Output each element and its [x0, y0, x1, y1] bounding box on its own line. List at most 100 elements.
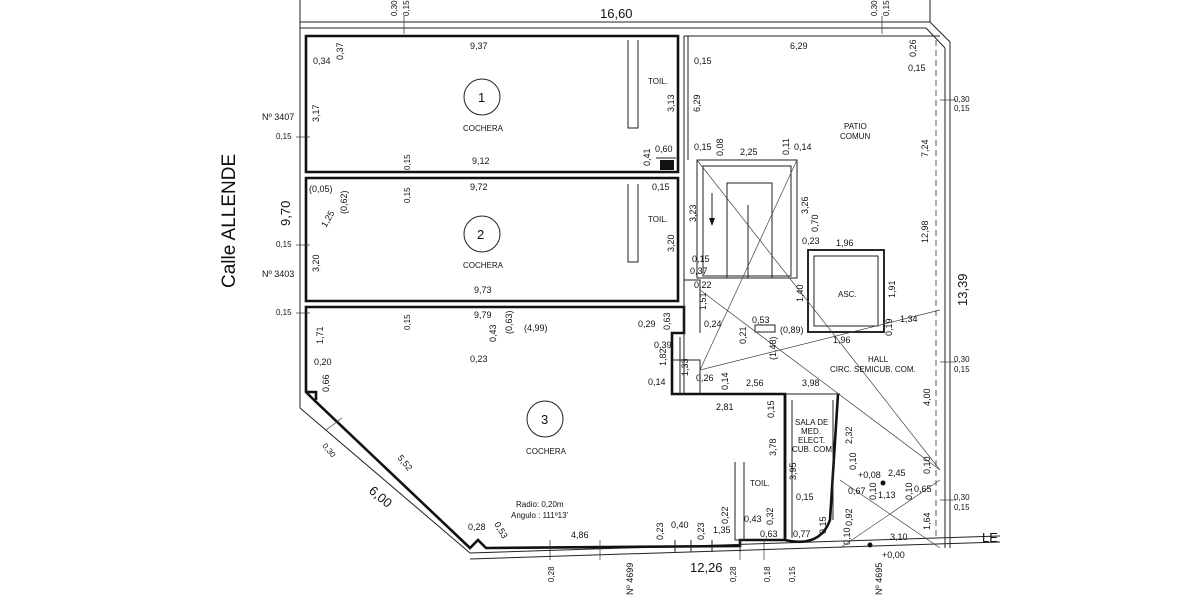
patio-label-1: PATIO — [844, 122, 867, 131]
unit-3-col-h: 0,43 — [488, 324, 498, 342]
hall-label-2: CIRC. SEMICUB. COM. — [830, 365, 916, 374]
tick-diag: 0,30 — [320, 442, 337, 460]
dim-s053: 0,53 — [752, 315, 770, 325]
dim-s092: 0,92 — [844, 508, 854, 526]
unit-1-name: COCHERA — [463, 124, 504, 133]
unit-3-offset: (4,99) — [524, 323, 548, 333]
dim-s140: 1,40 — [795, 284, 805, 302]
left-height: 9,70 — [278, 201, 293, 226]
tick-v2: 0,15 — [403, 187, 412, 203]
dim-stair-f: 0,23 — [802, 236, 820, 246]
unit-3-number: 3 — [541, 412, 548, 427]
tick-r2b: 0,15 — [954, 365, 970, 374]
dim-s010e: 0,10 — [842, 527, 852, 545]
tick-b1: 0,28 — [547, 566, 556, 582]
unit-3-right-w: 0,29 — [638, 319, 656, 329]
unit-3-b8: 0,63 — [760, 529, 778, 539]
corner-label: LE — [982, 530, 998, 545]
tick-r1a: 0,30 — [954, 95, 970, 104]
unit-3-angle: Angulo : 111º13' — [511, 511, 569, 520]
dim-s010b: 0,10 — [922, 456, 932, 474]
dim-s15: 0,15 — [692, 254, 710, 264]
unit-2-top: 9,72 — [470, 182, 488, 192]
unit-3-b4: 1,35 — [713, 525, 731, 535]
unit-3-diag: 5,52 — [395, 453, 414, 473]
dim-s008: +0,08 — [858, 470, 881, 480]
dim-s256: 2,56 — [746, 378, 764, 388]
dim-s010d: 0,10 — [904, 482, 914, 500]
unit-3-col-w: 0,23 — [470, 354, 488, 364]
dim-s134: 1,34 — [900, 314, 918, 324]
dim-stair-w: 2,25 — [740, 147, 758, 157]
dim-s067: 0,67 — [848, 486, 866, 496]
dim-s22: 0,22 — [694, 280, 712, 290]
dim-patio-corner-a: 0,26 — [908, 39, 918, 57]
tick-r2a: 0,30 — [954, 355, 970, 364]
core-dimensions: 6,29 0,26 0,15 7,24 12,98 6,29 0,15 0,15… — [648, 39, 932, 560]
unit-3-name: COCHERA — [526, 447, 567, 456]
unit-2-col-a: (0,05) — [309, 184, 333, 194]
dim-s000: +0,00 — [882, 550, 905, 560]
tick-l3: 0,15 — [276, 308, 292, 317]
unit-1-step-h: 0,41 — [642, 148, 652, 166]
dim-s395: 3,95 — [788, 462, 798, 480]
patio-label-2: COMUN — [840, 132, 870, 141]
dim-stair-h: 3,26 — [800, 196, 810, 214]
tick-b3: 0,18 — [763, 566, 772, 582]
unit-1-left-h: 3,17 — [311, 104, 321, 122]
unit-1-top: 9,37 — [470, 41, 488, 51]
unit-1-corner-h: 0,37 — [335, 42, 345, 60]
unit-3-top: 9,79 — [474, 310, 492, 320]
dim-s015d: 0,15 — [796, 492, 814, 502]
unit-3-toil-h: 3,78 — [768, 438, 778, 456]
dim-s010c: 0,10 — [868, 482, 878, 500]
tick-top-b: 0,15 — [402, 0, 411, 16]
unit-3-b7: 0,32 — [765, 507, 775, 525]
common-core — [672, 35, 941, 549]
street-name: Calle ALLENDE — [219, 154, 240, 288]
street-number-4699: Nº 4699 — [625, 563, 635, 595]
hall-label-1: HALL — [868, 355, 889, 364]
unit-3-bottom: 4,86 — [571, 530, 589, 540]
tick-l1: 0,15 — [276, 132, 292, 141]
dim-s021: 0,21 — [738, 326, 748, 344]
dim-s010: 0,10 — [848, 452, 858, 470]
street-number-4695: Nº 4695 — [874, 563, 884, 595]
chamfer-length: 6,00 — [366, 483, 395, 511]
unit-3-circle — [526, 400, 564, 438]
unit-2-col-c: 1,25 — [319, 209, 336, 229]
unit-3-left-1: 1,71 — [315, 326, 325, 344]
overall-dimensions: 16,60 13,39 12,26 9,70 6,00 — [278, 6, 970, 575]
unit-1-bottom: 9,12 — [472, 156, 490, 166]
tick-r1b: 0,15 — [954, 104, 970, 113]
dim-shaft-left: 6,29 — [692, 94, 702, 112]
dim-patio-h: 7,24 — [920, 139, 930, 157]
dim-asc-h: 1,91 — [887, 280, 897, 298]
bottom-width: 12,26 — [690, 560, 723, 575]
unit-1: 1 COCHERA TOIL. 9,37 9,12 3,17 0,34 0,37… — [311, 41, 676, 166]
unit-1-step-w: 0,60 — [655, 144, 673, 154]
dim-stair-e: 0,70 — [810, 214, 820, 232]
common-labels: PATIO COMUN ASC. HALL CIRC. SEMICUB. COM… — [792, 122, 916, 454]
dim-s400: 4,00 — [922, 388, 932, 406]
street-number-3407: Nº 3407 — [262, 112, 294, 122]
unit-3-right-h: 0,63 — [662, 312, 672, 330]
sala-label-4: CUB. COM. — [792, 445, 834, 454]
tick-b4: 0,15 — [788, 566, 797, 582]
dim-s151: 1,51 — [698, 292, 708, 310]
dim-s019: 0,19 — [884, 318, 894, 336]
unit-2-circle — [463, 215, 501, 253]
unit-2-bottom: 9,73 — [474, 285, 492, 295]
tick-l2: 0,15 — [276, 240, 292, 249]
unit-1-toilet-h: 3,13 — [666, 94, 676, 112]
tick-v1: 0,15 — [403, 154, 412, 170]
dim-shaft-15: 0,15 — [694, 56, 712, 66]
unit-3: 3 COCHERA TOIL. 9,79 0,23 0,43 (0,63) (4… — [314, 310, 778, 540]
top-width: 16,60 — [600, 6, 633, 21]
dim-s065: 0,65 — [914, 484, 932, 494]
dim-s196: 1,96 — [833, 335, 851, 345]
dim-s014b: 0,14 — [720, 372, 730, 390]
tick-labels: 0,30 0,15 0,30 0,15 0,30 0,15 0,30 0,15 … — [276, 0, 970, 582]
sala-label-2: MED. — [801, 427, 821, 436]
tick-b2: 0,28 — [729, 566, 738, 582]
